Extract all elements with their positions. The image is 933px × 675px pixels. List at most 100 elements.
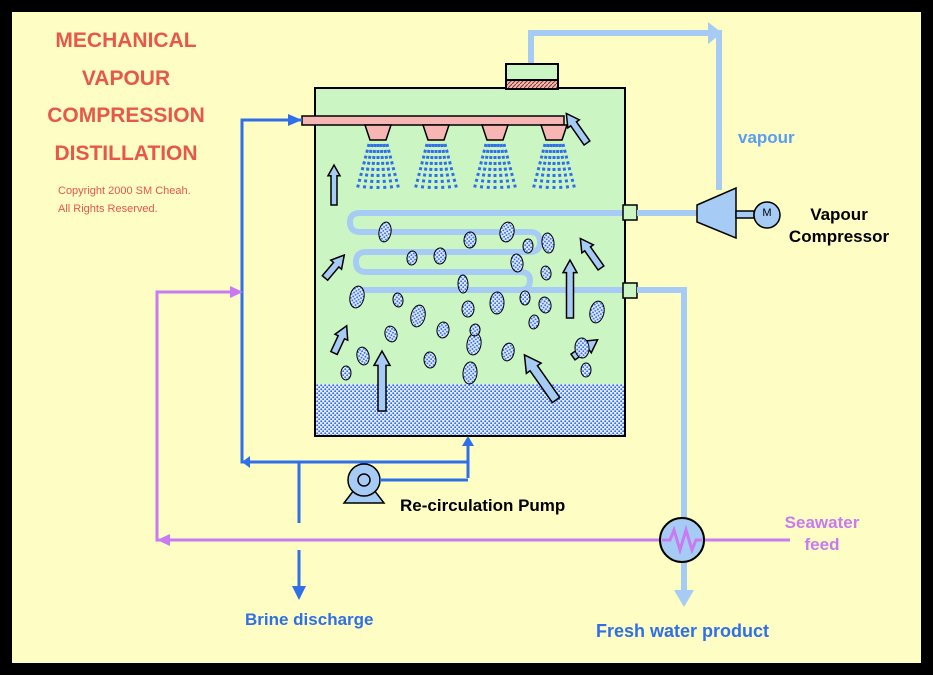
fresh-water-arrow xyxy=(674,590,694,607)
spray-stream xyxy=(385,143,401,191)
coil-inlet-nozzle xyxy=(622,204,638,221)
spray-stream xyxy=(538,143,550,191)
fresh-water-label: Fresh water product xyxy=(596,621,770,641)
vapour-bubble xyxy=(433,247,447,265)
vapour-bubble xyxy=(392,292,404,308)
seawater-arrow-right xyxy=(230,286,243,298)
spray-stream xyxy=(531,143,547,191)
vapour-bubble xyxy=(378,221,392,243)
spray-stream xyxy=(558,143,570,191)
vapour-label: vapour xyxy=(738,128,795,147)
nozzle xyxy=(480,124,510,141)
spray-stream xyxy=(561,143,577,191)
diagram-title: MECHANICAL VAPOUR COMPRESSION DISTILLATI… xyxy=(11,22,241,172)
feed-preheater xyxy=(659,517,705,563)
vapour-bubble xyxy=(469,323,481,337)
fresh-water-line xyxy=(637,287,687,592)
vapour-pipe-down xyxy=(710,30,722,190)
recirculation-left-arrow xyxy=(242,456,250,468)
vapour-bubble xyxy=(349,285,365,309)
vapour-bubble xyxy=(522,238,534,254)
recirculation-pump xyxy=(342,463,386,504)
vapour-bubble xyxy=(461,300,475,318)
vapour-arrow xyxy=(523,353,561,404)
vapour-arrow xyxy=(579,237,605,272)
rising-vapour-arrows xyxy=(321,112,605,412)
brine-pool xyxy=(316,384,624,435)
pump-label: Re-circulation Pump xyxy=(400,496,566,515)
vapour-bubble xyxy=(356,346,370,366)
title-line: COMPRESSION xyxy=(47,104,205,127)
spray-stream xyxy=(355,143,371,191)
spray-stream xyxy=(443,143,459,191)
spray-stream xyxy=(420,143,432,191)
spray-stream xyxy=(379,143,387,191)
spray-stream xyxy=(486,143,494,191)
vapour-bubble xyxy=(538,296,552,314)
vapour-bubble xyxy=(423,351,437,369)
spray-stream xyxy=(440,143,452,191)
copyright-line: Copyright 2000 SM Cheah. xyxy=(58,185,191,197)
nozzle xyxy=(539,124,569,141)
vapour-bubble xyxy=(510,253,524,273)
vapour-bubble xyxy=(580,362,592,378)
vapour-bubble xyxy=(541,232,555,254)
vapour-arrow xyxy=(565,112,591,147)
vapour-bubble xyxy=(540,265,552,281)
seawater-label: Seawater feed xyxy=(775,512,869,556)
spray-stream xyxy=(479,143,491,191)
vapour-bubble xyxy=(384,325,398,343)
copyright-notice: Copyright 2000 SM Cheah. All Rights Rese… xyxy=(58,182,191,218)
vapour-bubble xyxy=(462,361,478,385)
title-line: MECHANICAL xyxy=(55,29,197,52)
seawater-feed-line xyxy=(155,290,790,542)
spray-stream xyxy=(437,143,445,191)
spray-stream xyxy=(427,143,435,191)
title-line: DISTILLATION xyxy=(54,141,198,165)
spray-nozzles xyxy=(363,124,569,141)
spray-stream xyxy=(502,143,518,191)
title-line: VAPOUR xyxy=(81,66,171,90)
vapour-bubble xyxy=(340,365,352,381)
motor-label: M xyxy=(762,207,772,219)
recirculation-arrow xyxy=(288,114,302,126)
vapour-bubble xyxy=(589,300,605,324)
spray-stream xyxy=(545,143,553,191)
seawater-label-line: Seawater xyxy=(784,513,860,532)
copyright-line: All Rights Reserved. xyxy=(58,203,158,215)
nozzle xyxy=(421,124,451,141)
spray-header xyxy=(301,115,565,126)
spray-stream xyxy=(499,143,511,191)
vapour-bubble xyxy=(499,221,515,243)
coil-outlet-nozzle xyxy=(622,282,638,299)
motor xyxy=(753,201,781,229)
compressor-label: Vapour Compressor xyxy=(783,204,895,248)
vapour-bubble xyxy=(501,342,515,362)
vapour-pipe xyxy=(528,30,710,64)
boiling-bubbles xyxy=(340,221,605,385)
condenser-coil xyxy=(346,210,625,293)
vapour-bubble xyxy=(489,291,505,315)
vapour-arrow xyxy=(372,349,392,412)
seawater-arrow-left xyxy=(157,534,170,546)
vapour-bubble xyxy=(528,314,540,330)
compressor-label-line: Compressor xyxy=(788,227,890,246)
vapour-compressor xyxy=(696,186,781,240)
demister xyxy=(505,63,559,81)
vapour-bubble xyxy=(457,274,469,294)
vapour-arrow xyxy=(329,324,349,356)
seawater-label-line: feed xyxy=(804,535,840,554)
vapour-bubble xyxy=(406,250,418,266)
vapour-bubble xyxy=(463,231,477,249)
recirculation-return-arrow xyxy=(462,436,474,446)
spray-stream xyxy=(382,143,394,191)
vapour-bubble xyxy=(574,337,590,359)
demister-mesh xyxy=(505,79,559,90)
spray-stream xyxy=(362,143,374,191)
spray-stream xyxy=(369,143,377,191)
nozzle xyxy=(363,124,393,141)
compressor-label-line: Vapour xyxy=(810,205,868,224)
spray-stream xyxy=(555,143,563,191)
